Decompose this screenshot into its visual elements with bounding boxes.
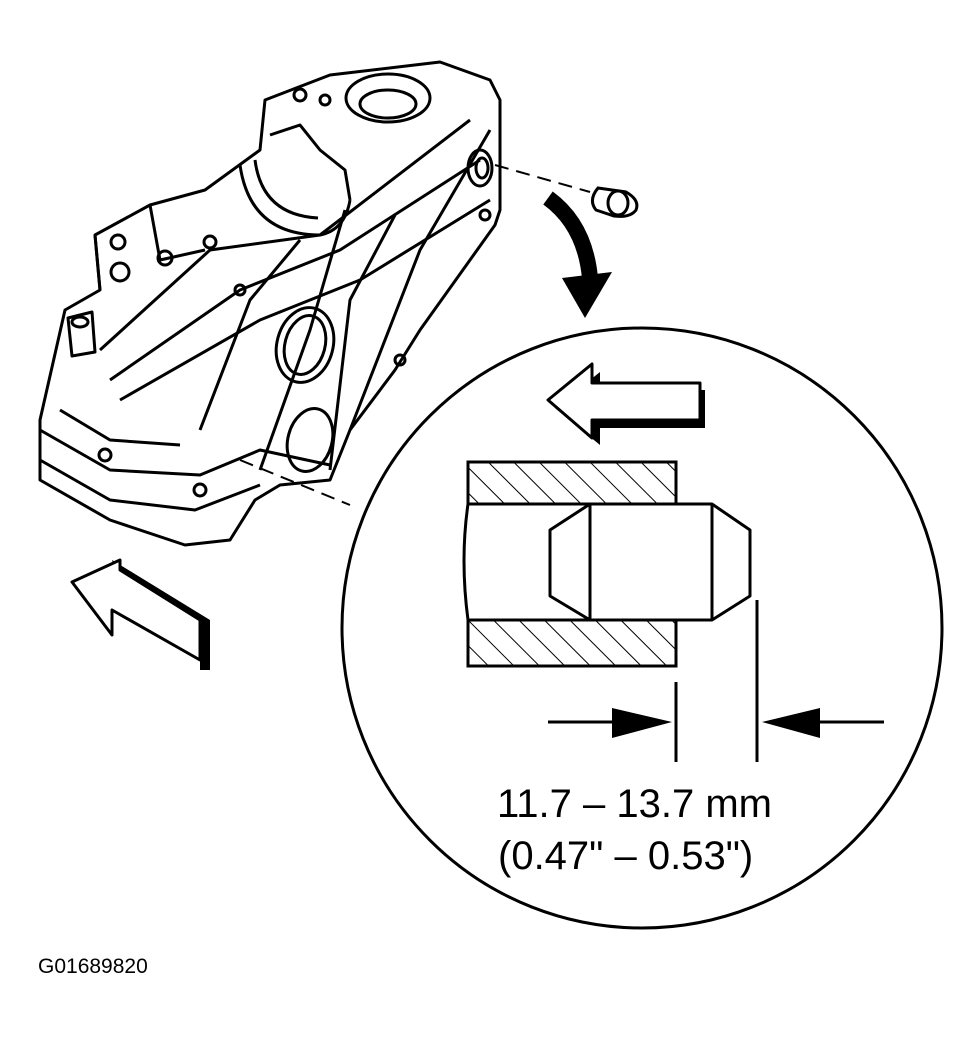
figure-id-label: G01689820 [38,955,148,978]
oil-gallery-plug [591,186,639,218]
dimension-arrow-right-icon [762,708,820,738]
plug-center-line [239,164,591,506]
dimension-metric-label: 11.7 – 13.7 mm [497,782,772,826]
bore-cross-section [462,460,678,668]
dimension-arrow-left-icon [612,708,672,738]
dimension-imperial-label: (0.47" – 0.53") [498,834,754,878]
curved-arrow-icon [543,191,612,318]
front-direction-arrow-icon [70,558,210,670]
dimension-lines [548,600,884,762]
install-direction-arrow-icon [546,362,705,445]
plug-cross-section [548,502,752,622]
engine-block-illustration [38,60,502,547]
